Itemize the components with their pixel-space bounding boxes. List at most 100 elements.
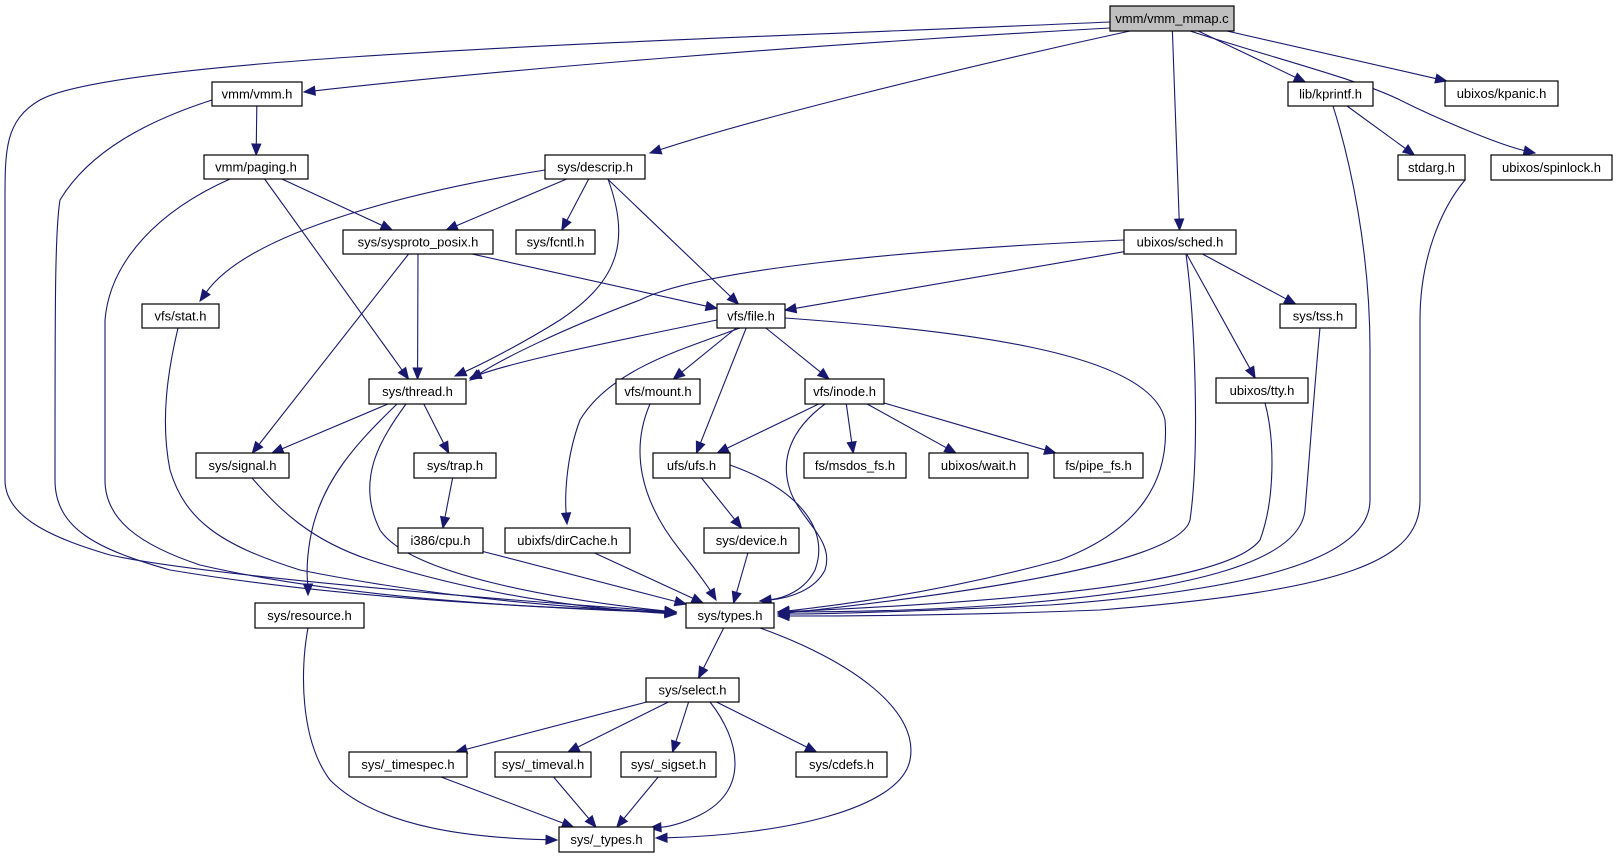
arrowhead-icon <box>803 742 818 753</box>
node-box[interactable] <box>368 378 467 405</box>
node-box[interactable] <box>703 527 800 554</box>
node-label: sys/tss.h <box>1293 309 1344 324</box>
edge-descrip_h-to-sysproto_h <box>445 178 567 231</box>
node-box[interactable] <box>652 452 731 479</box>
graph-node[interactable]: vfs/mount.h <box>615 378 701 405</box>
root-node[interactable]: vmm/vmm_mmap.c <box>1109 5 1235 32</box>
arrowhead-icon <box>584 814 597 829</box>
graph-node[interactable]: fs/pipe_fs.h <box>1053 452 1144 479</box>
graph-node[interactable]: ubixfs/dirCache.h <box>504 527 631 554</box>
node-box[interactable] <box>1279 303 1357 329</box>
edge-line <box>482 550 677 603</box>
arrowhead-icon <box>438 440 450 455</box>
arrowhead-icon <box>671 739 682 754</box>
node-box[interactable] <box>1123 229 1237 255</box>
graph-node[interactable]: sys/_timeval.h <box>494 751 592 778</box>
arrowhead-icon <box>1401 143 1416 156</box>
graph-node[interactable]: ufs/ufs.h <box>652 452 731 479</box>
graph-node[interactable]: vmm/vmm.h <box>211 81 303 107</box>
graph-node[interactable]: sys/sysproto_posix.h <box>342 229 494 255</box>
node-box[interactable] <box>716 303 786 329</box>
node-box[interactable] <box>141 303 220 329</box>
node-box[interactable] <box>620 751 717 778</box>
graph-node[interactable]: ubixos/kpanic.h <box>1444 80 1559 107</box>
graph-node[interactable]: sys/signal.h <box>195 452 290 479</box>
node-box[interactable] <box>1444 80 1559 107</box>
arrowhead-icon <box>673 596 688 607</box>
edge-inode_h-to-msdos_h <box>845 403 857 455</box>
graph-node[interactable]: sys/cdefs.h <box>795 751 888 778</box>
node-box[interactable] <box>254 602 365 629</box>
node-box[interactable] <box>504 527 631 554</box>
graph-node[interactable]: vfs/inode.h <box>804 378 885 405</box>
node-box[interactable] <box>1397 154 1466 181</box>
graph-node[interactable]: i386/cpu.h <box>397 527 484 554</box>
node-box[interactable] <box>928 452 1029 479</box>
arrowhead-icon <box>697 665 709 680</box>
edge-line <box>565 327 741 515</box>
node-box[interactable] <box>645 677 740 703</box>
node-box[interactable] <box>1490 154 1613 181</box>
node-box[interactable] <box>494 751 592 778</box>
edge-tty_h-to-types_h <box>776 402 1273 617</box>
edge-line <box>369 403 667 612</box>
graph-node[interactable]: vfs/stat.h <box>141 303 220 329</box>
arrowhead-icon <box>695 440 706 455</box>
graph-node[interactable]: sys/trap.h <box>413 452 497 479</box>
node-box[interactable] <box>342 229 494 255</box>
edge-line <box>607 178 732 298</box>
graph-node[interactable]: sys/descrip.h <box>544 154 646 180</box>
edge-line <box>729 464 820 601</box>
graph-node[interactable]: sys/fcntl.h <box>515 229 596 255</box>
graph-node[interactable]: sys/_timespec.h <box>348 751 468 778</box>
graph-node[interactable]: sys/_types.h <box>558 826 655 853</box>
edge-line <box>1226 30 1437 80</box>
node-box[interactable] <box>1109 5 1235 32</box>
graph-node[interactable]: sys/select.h <box>645 677 740 703</box>
graph-node[interactable]: stdarg.h <box>1397 154 1466 181</box>
node-box[interactable] <box>348 751 468 778</box>
edge-thread_h-to-types_h <box>369 403 678 617</box>
node-box[interactable] <box>544 154 646 180</box>
graph-node[interactable]: ubixos/sched.h <box>1123 229 1237 255</box>
node-box[interactable] <box>1053 452 1144 479</box>
graph-node[interactable]: ubixos/wait.h <box>928 452 1029 479</box>
node-label: vfs/inode.h <box>813 384 876 399</box>
graph-node[interactable]: sys/resource.h <box>254 602 365 629</box>
node-box[interactable] <box>203 154 309 180</box>
node-box[interactable] <box>685 602 775 629</box>
node-label: fs/msdos_fs.h <box>815 458 895 473</box>
graph-node[interactable]: sys/device.h <box>703 527 800 554</box>
edge-line <box>765 327 822 374</box>
node-label: ubixos/sched.h <box>1137 235 1224 250</box>
graph-node[interactable]: vfs/file.h <box>716 303 786 329</box>
node-label: ubixos/spinlock.h <box>1502 160 1601 175</box>
node-box[interactable] <box>1215 377 1309 404</box>
edge-line <box>716 701 808 748</box>
node-box[interactable] <box>195 452 290 479</box>
node-box[interactable] <box>397 527 484 554</box>
edge-line <box>845 403 853 444</box>
node-box[interactable] <box>803 452 907 479</box>
graph-node[interactable]: ubixos/spinlock.h <box>1490 154 1613 181</box>
node-box[interactable] <box>804 378 885 405</box>
node-box[interactable] <box>413 452 497 479</box>
node-box[interactable] <box>211 81 303 107</box>
graph-node[interactable]: lib/kprintf.h <box>1287 81 1374 107</box>
edge-vmm_h-to-paging_h <box>251 105 262 157</box>
graph-node[interactable]: sys/tss.h <box>1279 303 1357 329</box>
node-box[interactable] <box>558 826 655 853</box>
node-box[interactable] <box>615 378 701 405</box>
edge-descrip_h-to-thread_h <box>453 178 620 377</box>
edge-line <box>784 317 1167 612</box>
node-box[interactable] <box>1287 81 1374 107</box>
graph-node[interactable]: sys/_sigset.h <box>620 751 717 778</box>
graph-node[interactable]: sys/thread.h <box>368 378 467 405</box>
edge-vmm_mmap-to-descrip_h <box>648 30 1131 155</box>
node-box[interactable] <box>795 751 888 778</box>
graph-node[interactable]: vmm/paging.h <box>203 154 309 180</box>
node-box[interactable] <box>515 229 596 255</box>
graph-node[interactable]: fs/msdos_fs.h <box>803 452 907 479</box>
graph-node[interactable]: ubixos/tty.h <box>1215 377 1309 404</box>
graph-node[interactable]: sys/types.h <box>685 602 775 629</box>
